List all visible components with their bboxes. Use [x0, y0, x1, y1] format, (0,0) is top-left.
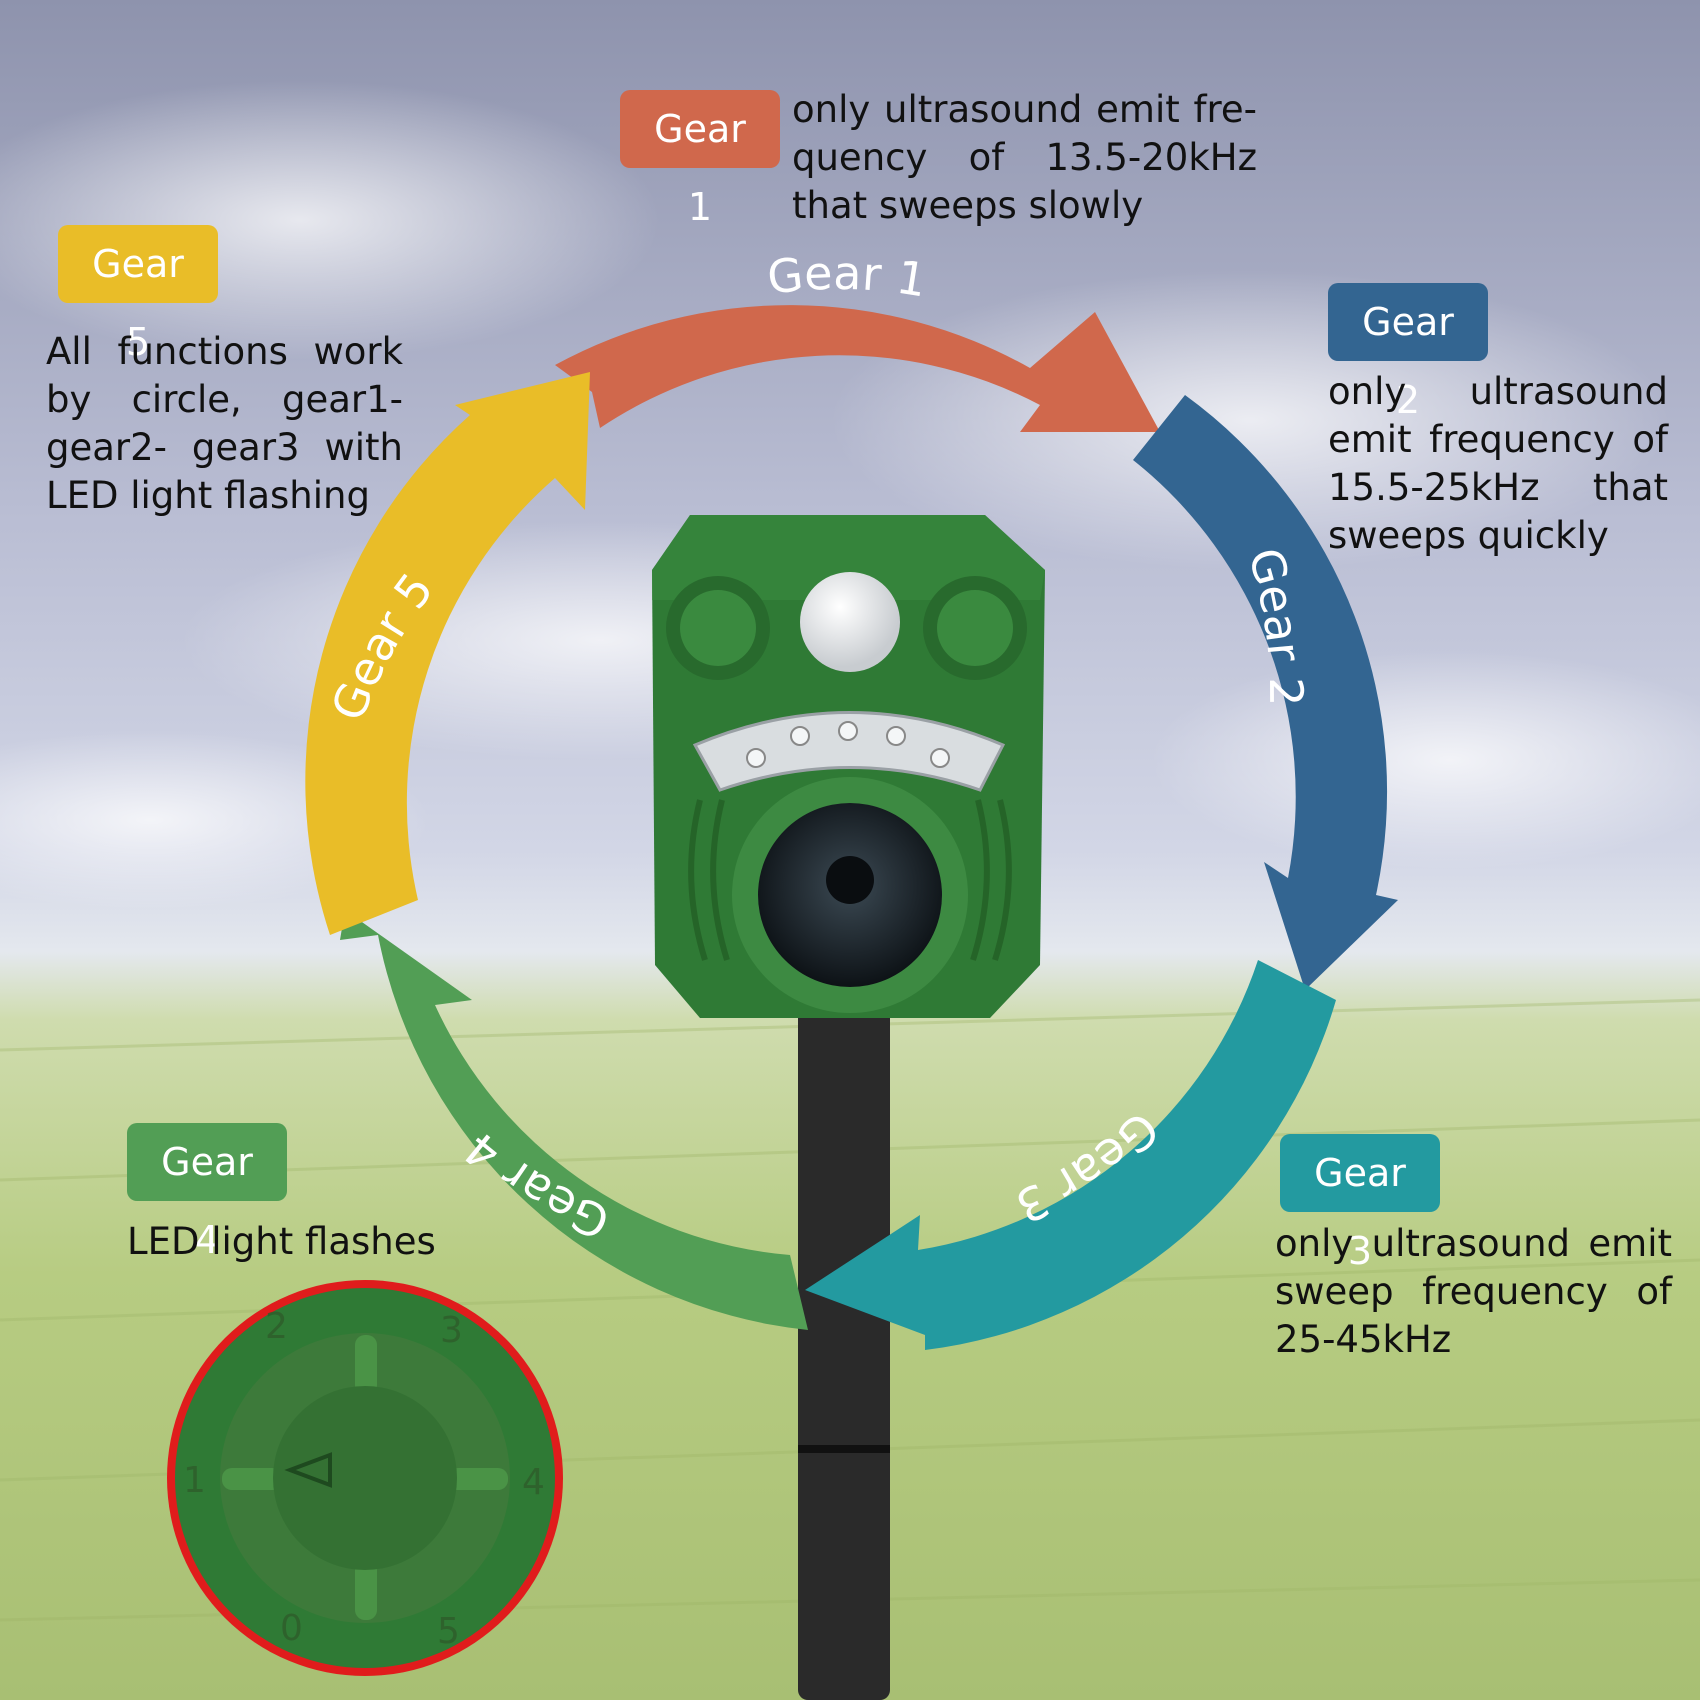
gear1-description: only ultrasound emit fre-quency of 13.5-…	[792, 88, 1257, 227]
gear4-arrow	[340, 910, 808, 1330]
gear1-arrow-label: Gear 1	[765, 246, 931, 308]
gear3-arrow	[805, 960, 1336, 1350]
mounting-pole	[798, 1000, 890, 1700]
gear1-badge: Gear 1	[620, 90, 780, 229]
gear3-description: only ultrasound emit sweep frequency of …	[1275, 1222, 1672, 1361]
pir-sensor	[800, 572, 900, 672]
repeller-device	[652, 515, 1045, 1018]
dial-number-1: 1	[183, 1460, 206, 1501]
gear5-badge: Gear 5	[58, 225, 218, 364]
dial-number-3: 3	[440, 1310, 463, 1351]
gear4-description: LED light flashes	[127, 1220, 436, 1263]
gear2-badge: Gear 2	[1328, 283, 1488, 422]
gear2-description: only ultrasound emit frequency of 15.5-2…	[1328, 370, 1668, 557]
gear3-badge: Gear 3	[1280, 1134, 1440, 1273]
dial-number-2: 2	[265, 1306, 288, 1347]
gear2-arrow	[1133, 395, 1398, 990]
dial-number-4: 4	[522, 1462, 545, 1503]
dial-number-5: 5	[437, 1611, 460, 1652]
gear4-badge: Gear 4	[127, 1123, 287, 1262]
dial-number-0: 0	[280, 1608, 303, 1649]
gear5-description: All functions work by circle, gear1-gear…	[46, 330, 403, 517]
gear-dial-closeup: 0 1 2 3 4 5	[167, 1280, 563, 1676]
gear5-arrow	[305, 372, 590, 935]
led-strip	[692, 711, 1006, 792]
gear1-arrow	[555, 305, 1160, 432]
